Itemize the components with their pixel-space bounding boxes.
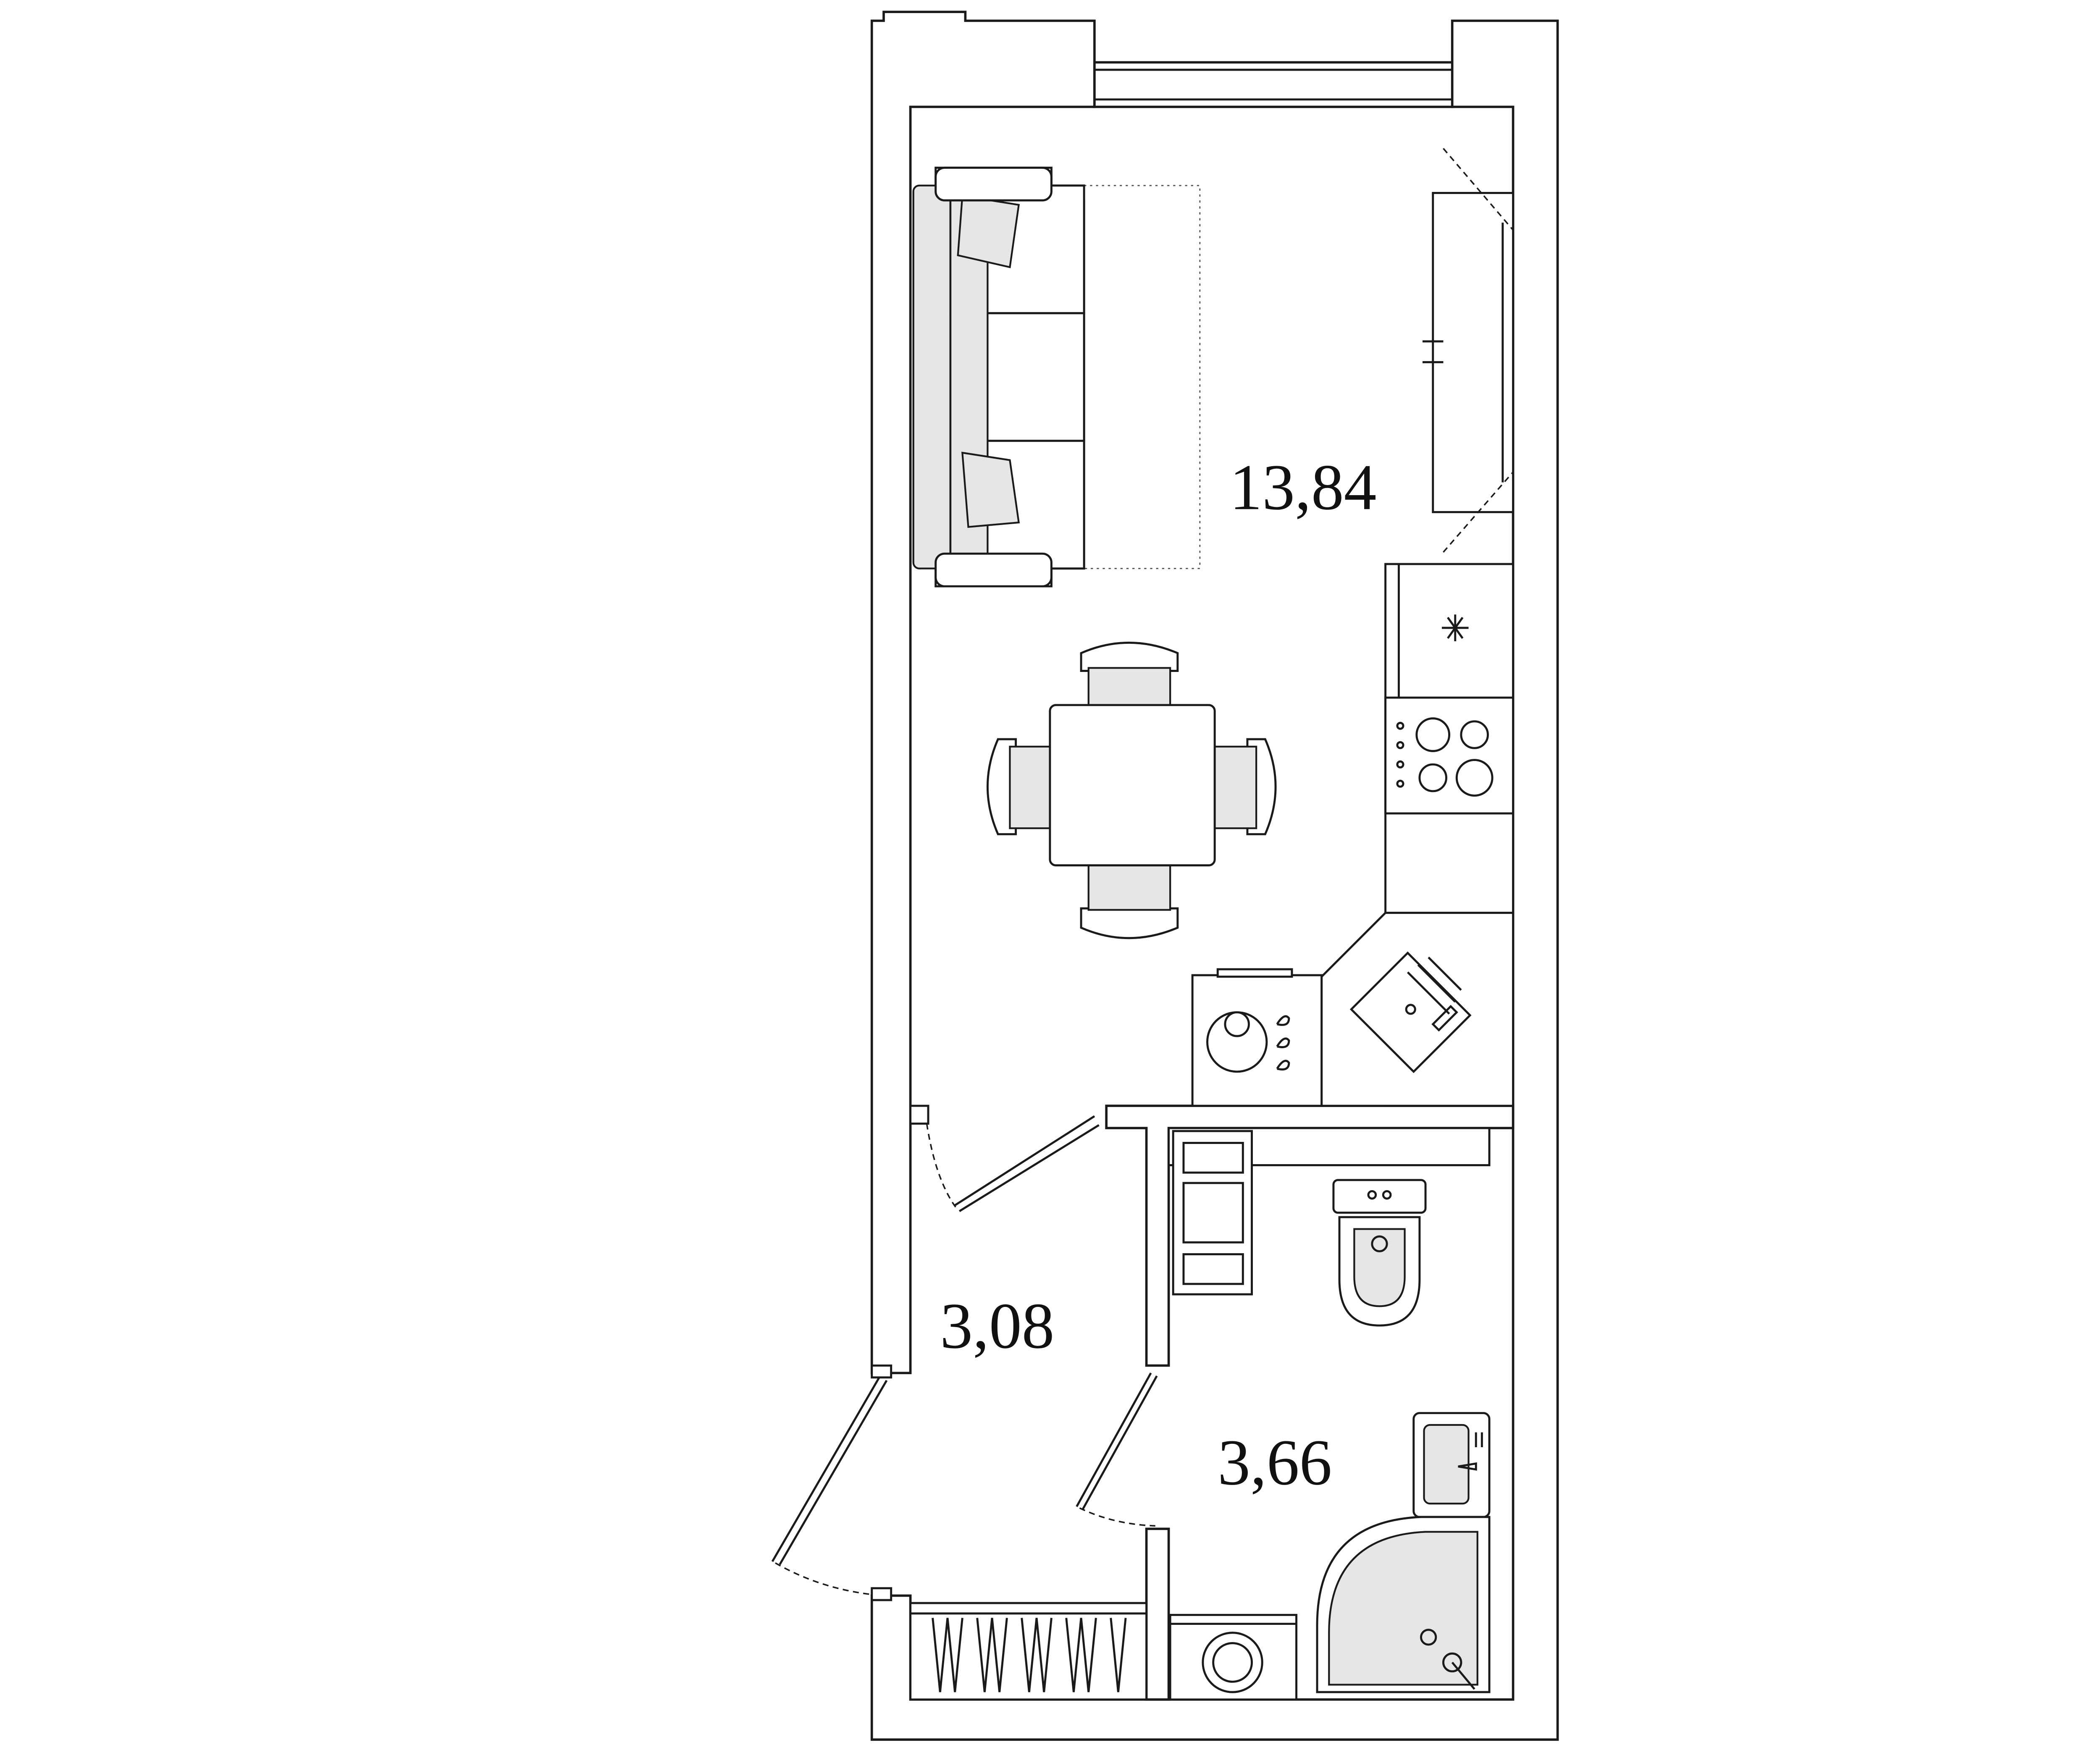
kitchen [1191,563,1515,1107]
wardrobe [1422,148,1515,553]
bathroom-fixtures [1168,1127,1491,1701]
sofa [912,166,1201,588]
area-label-bathroom: 3,66 [1218,1426,1332,1498]
area-label-living-kitchen: 13,84 [1230,451,1377,523]
dining-set [986,641,1277,939]
area-label-hallway: 3,08 [940,1289,1054,1362]
closet [909,1602,1148,1701]
walls [870,10,1559,1741]
doors [771,1105,1158,1601]
